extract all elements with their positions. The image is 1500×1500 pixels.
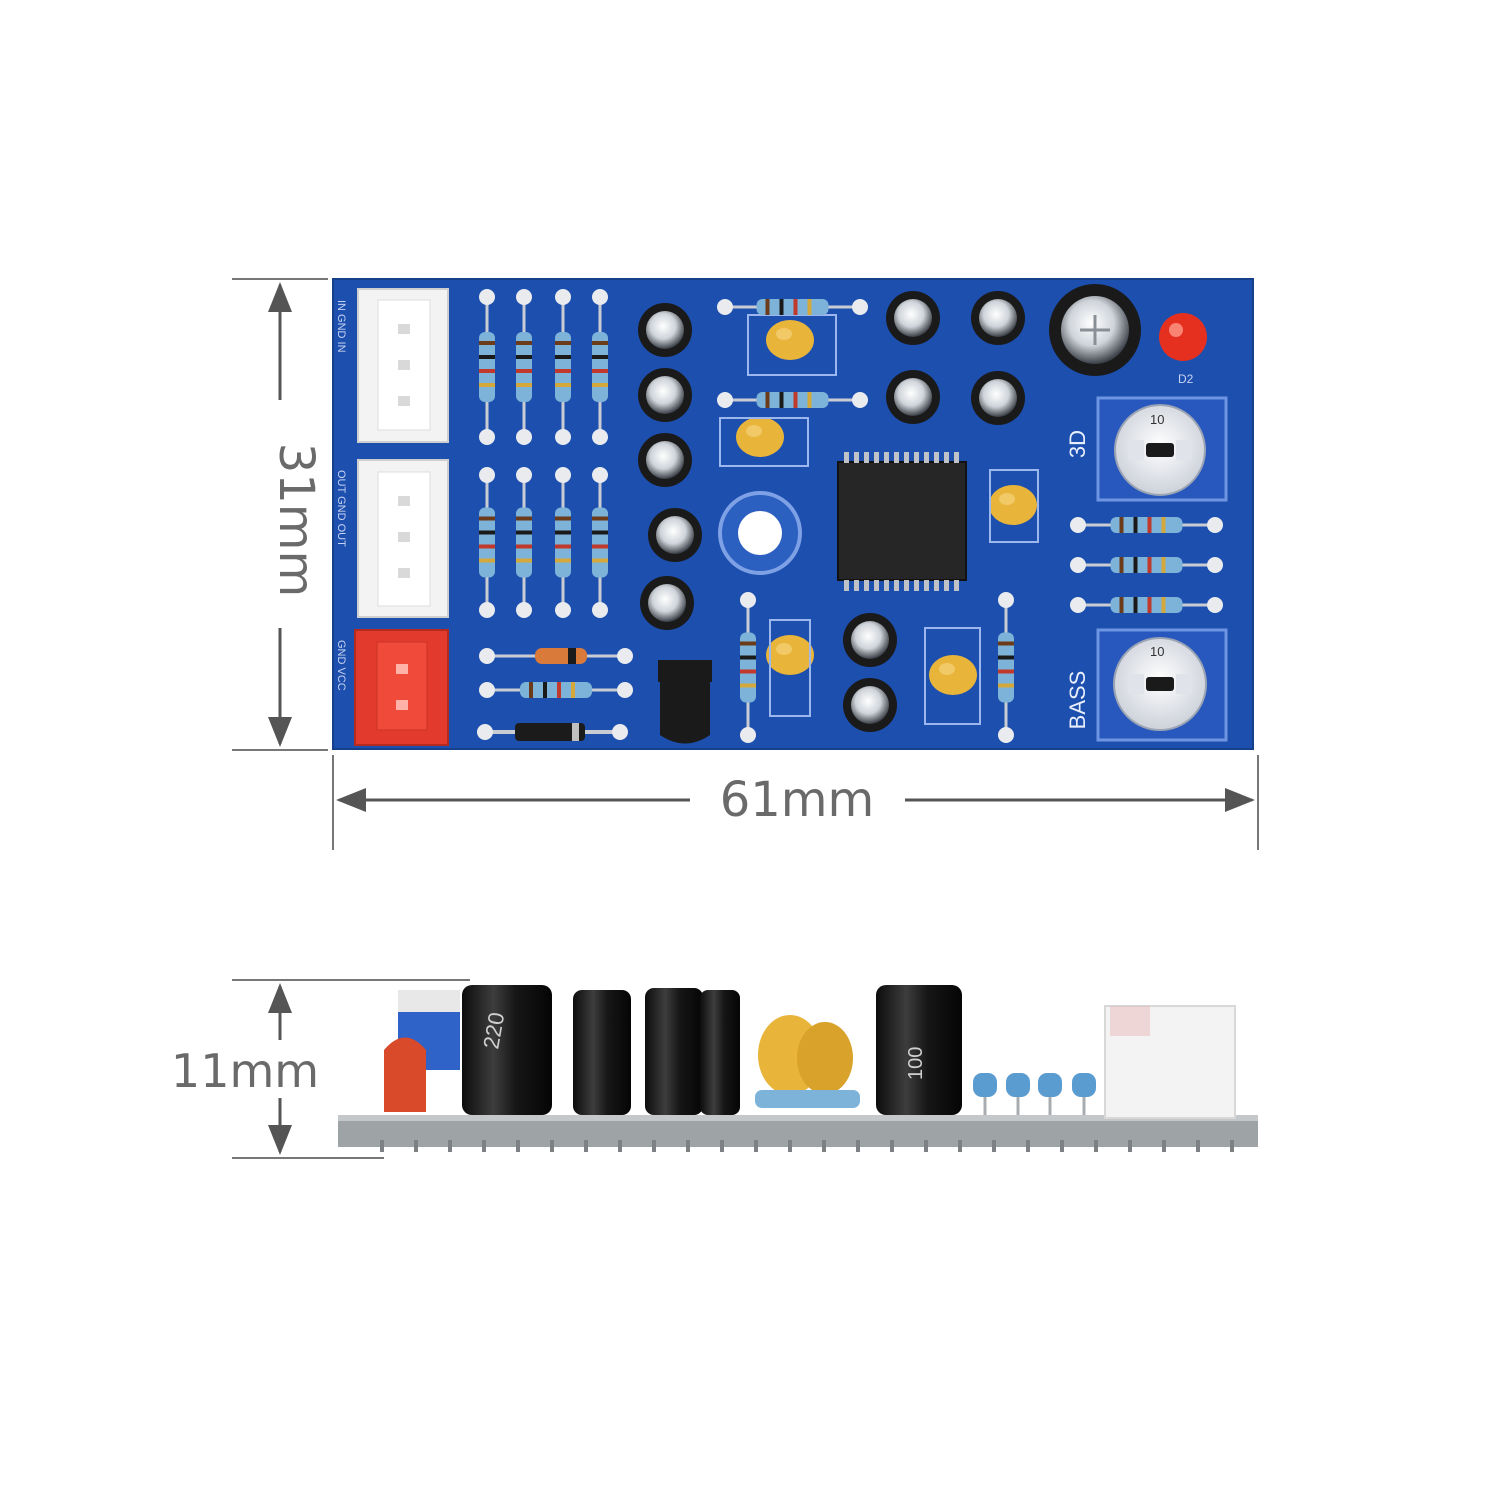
pot-value-label-upper: 10 — [1150, 412, 1164, 427]
diode-rectifier — [477, 723, 628, 741]
side-cap-4 — [700, 990, 740, 1115]
top-view-board: IN GND IN OUT GND OUT GND VCC — [332, 278, 1254, 750]
svg-text:IN GND IN: IN GND IN — [335, 300, 347, 353]
dimension-label-31mm: 31mm — [268, 443, 324, 598]
svg-text:100: 100 — [905, 1047, 927, 1080]
diode-zener — [535, 648, 587, 664]
svg-text:GND VCC: GND VCC — [335, 640, 347, 691]
side-connector — [1104, 1005, 1236, 1119]
side-led — [384, 1037, 426, 1112]
side-resistors — [755, 1073, 1096, 1115]
dimension-height-top: 31mm — [232, 278, 328, 751]
connector-input — [357, 288, 449, 443]
svg-text:D2: D2 — [1178, 372, 1194, 386]
ceramic-capacitors — [719, 314, 1039, 725]
led: D2 — [1159, 313, 1207, 386]
dimension-label-11mm: 11mm — [171, 1044, 319, 1098]
side-cap-large: 220 — [462, 985, 552, 1115]
label-3d: 3D — [1065, 430, 1090, 458]
resistor-array-lower — [479, 467, 608, 618]
connector-power — [354, 629, 449, 746]
svg-text:OUT GND OUT: OUT GND OUT — [335, 470, 347, 547]
edge-silkscreen: IN GND IN OUT GND OUT GND VCC — [335, 300, 347, 691]
electrolytic-caps-column — [638, 291, 1025, 732]
transistor — [658, 660, 712, 744]
ic-chip — [837, 452, 967, 591]
side-cap-2 — [573, 990, 631, 1115]
pot-value-label-lower: 10 — [1150, 644, 1164, 659]
side-cap-5: 100 — [876, 985, 962, 1115]
resistor-array-upper — [479, 289, 608, 445]
resistor-array-top-middle — [717, 299, 868, 408]
solder-pins — [380, 1140, 1234, 1152]
dimension-label-61mm: 61mm — [720, 772, 875, 828]
dimension-width-top: 61mm — [332, 755, 1259, 850]
potentiometer-bass[interactable]: 10 — [1096, 628, 1228, 742]
potentiometer-3d[interactable]: 10 — [1096, 396, 1228, 502]
mounting-hole — [718, 491, 802, 575]
label-bass: BASS — [1065, 671, 1090, 730]
side-view-board: 220 100 — [338, 985, 1258, 1152]
resistor-array-right — [740, 517, 1223, 743]
dimension-height-side: 11mm — [171, 979, 470, 1159]
side-cap-3 — [645, 988, 703, 1115]
connector-output — [357, 459, 449, 618]
electrolytic-cap-large — [1049, 284, 1141, 376]
